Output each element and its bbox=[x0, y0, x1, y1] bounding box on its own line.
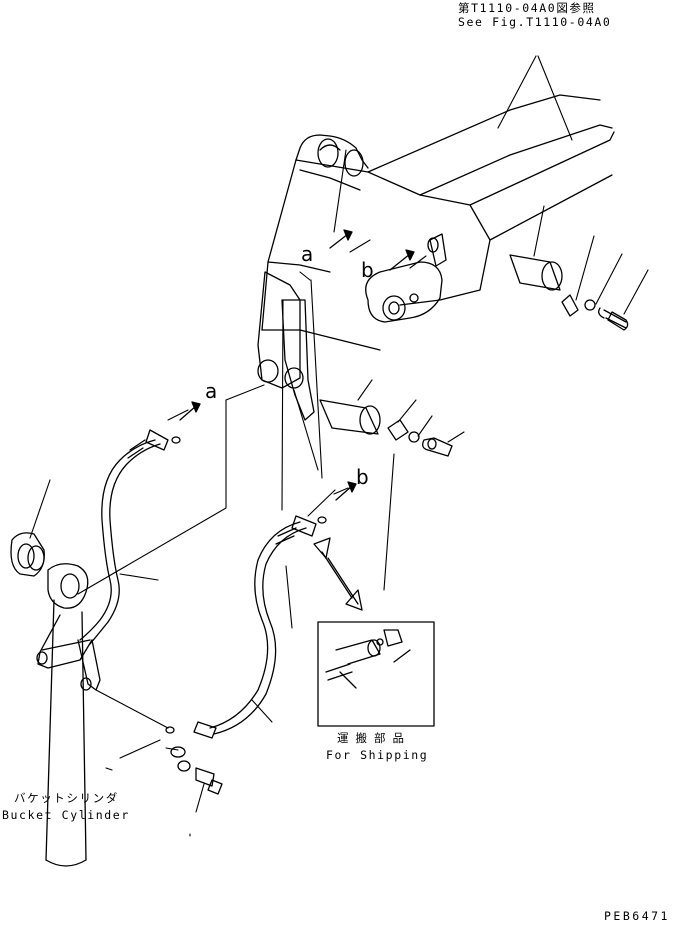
shipping-label-en: For Shipping bbox=[326, 748, 429, 762]
reference-label-en: See Fig.T1110-04A0 bbox=[458, 15, 612, 29]
lower-fittings bbox=[170, 746, 223, 795]
spare-parts-left bbox=[10, 532, 45, 577]
bucket-cylinder-label-en: Bucket Cylinder bbox=[2, 808, 130, 822]
pin-assembly-mid bbox=[319, 399, 453, 457]
callout-arrows bbox=[179, 229, 415, 501]
link-boss bbox=[365, 233, 447, 323]
shipping-label-jp: 運搬部品 bbox=[337, 731, 411, 745]
callout-a-hose: a bbox=[205, 379, 218, 403]
bucket-cylinder-label-jp: バケットシリンダ bbox=[14, 791, 119, 805]
callout-a-top: a bbox=[301, 242, 314, 266]
callout-b-hose: b bbox=[356, 465, 369, 489]
shipping-box bbox=[317, 621, 435, 727]
leader-lines bbox=[29, 55, 649, 837]
reference-label-jp: 第T1110-04A0図参照 bbox=[458, 1, 596, 15]
pin-assembly-top bbox=[509, 254, 629, 331]
arm-body bbox=[261, 94, 615, 351]
page-code: PEB6471 bbox=[604, 909, 670, 923]
double-arrow bbox=[313, 537, 363, 611]
callout-b-top: b bbox=[361, 258, 374, 282]
hose-lower bbox=[165, 515, 327, 739]
side-links bbox=[257, 271, 315, 421]
hose-upper bbox=[79, 429, 181, 645]
bucket-cylinder bbox=[36, 563, 101, 867]
